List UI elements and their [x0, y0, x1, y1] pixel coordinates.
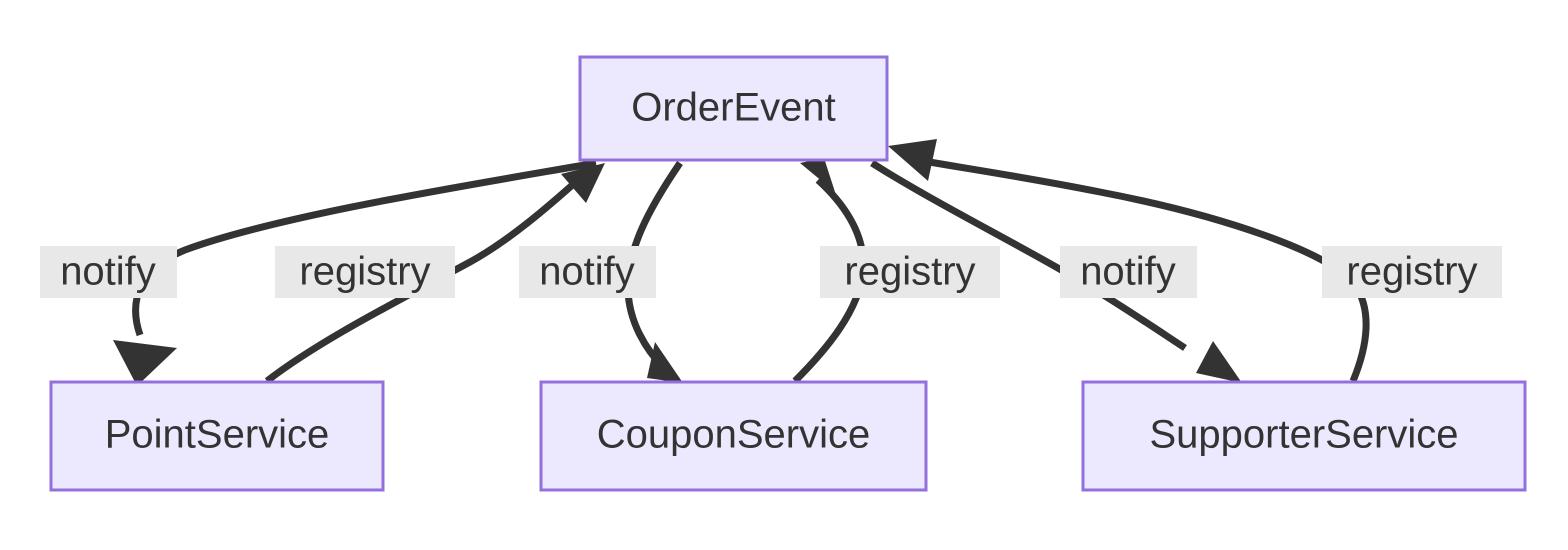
edge-notify-pointservice-arrowhead	[113, 340, 177, 386]
edge-label-notify-supporterservice-text: notify	[1080, 250, 1176, 294]
edge-label-registry-pointservice-bg	[275, 246, 455, 298]
node-orderevent-rect	[578, 55, 889, 162]
node-orderevent-label: OrderEvent	[631, 86, 836, 130]
edge-label-registry-supporterservice: registry	[1322, 246, 1502, 298]
node-supporterservice-label: SupporterService	[1149, 413, 1458, 457]
edge-label-notify-couponservice-bg	[519, 246, 656, 298]
node-couponservice-label: CouponService	[597, 413, 871, 457]
edge-registry-supporterservice[interactable]	[888, 139, 1370, 383]
edge-label-notify-pointservice-bg	[40, 246, 177, 298]
edge-notify-supporterservice[interactable]	[870, 160, 1242, 383]
edge-registry-pointservice-path	[264, 177, 581, 384]
edge-registry-supporterservice-path	[917, 156, 1370, 383]
edge-label-notify-pointservice-text: notify	[60, 250, 156, 294]
edge-label-notify-pointservice: notify	[40, 246, 177, 298]
edge-label-registry-couponservice: registry	[820, 246, 1000, 298]
edge-label-notify-couponservice-text: notify	[539, 250, 635, 294]
edge-label-notify-supporterservice: notify	[1060, 246, 1197, 298]
node-orderevent[interactable]: OrderEvent	[578, 55, 889, 162]
node-couponservice-rect	[539, 380, 928, 492]
edge-registry-couponservice-arrowhead	[800, 158, 835, 192]
edge-notify-supporterservice-arrowhead	[1196, 341, 1242, 383]
edge-label-registry-pointservice-text: registry	[299, 250, 430, 294]
edge-label-registry-couponservice-bg	[820, 246, 1000, 298]
edge-label-registry-supporterservice-text: registry	[1346, 250, 1477, 294]
node-couponservice[interactable]: CouponService	[539, 380, 928, 492]
node-pointservice-rect	[49, 380, 385, 492]
edge-label-notify-couponservice: notify	[519, 246, 656, 298]
edge-registry-supporterservice-arrowhead	[888, 139, 937, 181]
edge-label-registry-couponservice-text: registry	[844, 250, 975, 294]
edge-notify-supporterservice-path	[870, 160, 1187, 351]
edge-notify-couponservice-arrowhead	[647, 342, 683, 383]
node-supporterservice[interactable]: SupporterService	[1081, 380, 1527, 492]
node-pointservice-label: PointService	[105, 413, 330, 457]
edge-label-registry-supporterservice-bg	[1322, 246, 1502, 298]
edge-label-registry-pointservice: registry	[275, 246, 455, 298]
node-pointservice[interactable]: PointService	[49, 380, 385, 492]
node-supporterservice-rect	[1081, 380, 1527, 492]
edge-registry-pointservice-arrowhead	[561, 163, 605, 203]
edge-registry-pointservice[interactable]	[264, 163, 605, 384]
edge-label-notify-supporterservice-bg	[1060, 246, 1197, 298]
